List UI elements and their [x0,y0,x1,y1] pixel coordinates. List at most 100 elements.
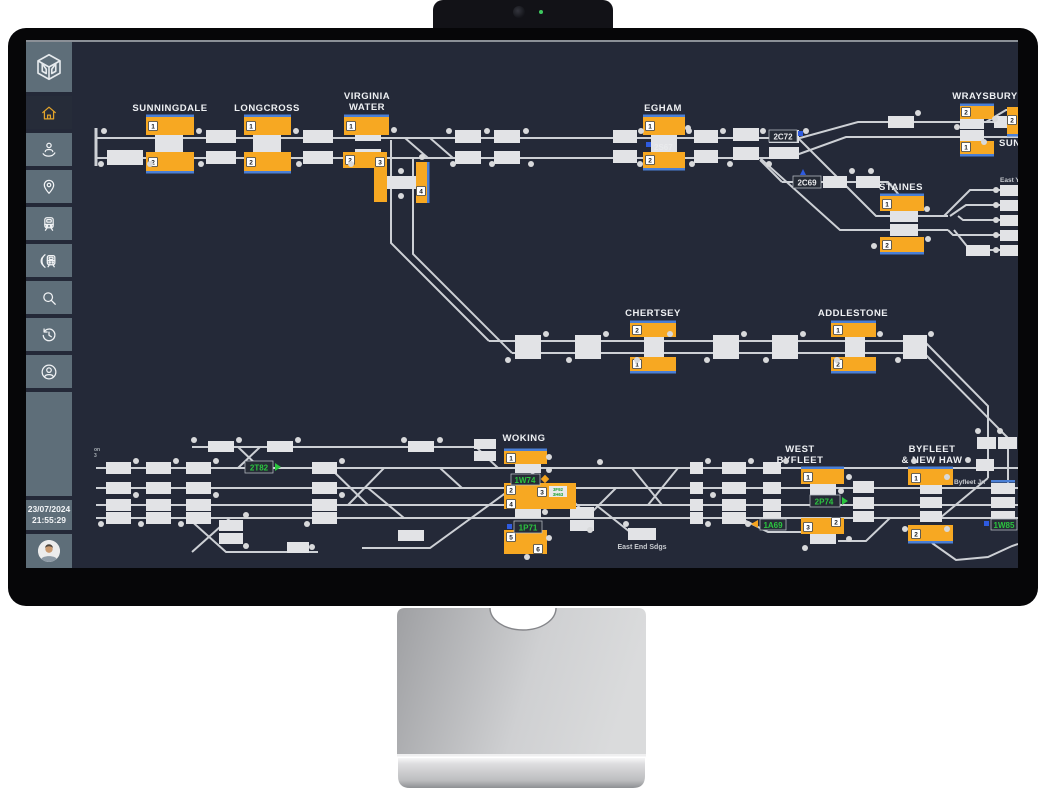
track-block [960,118,984,129]
label-east-yd: East Yd [1000,177,1018,184]
signal-dot [603,331,609,337]
sidebar-item-journey-person[interactable] [26,133,72,166]
signal-dot [243,512,249,518]
camera-led-icon [539,10,543,14]
label-byfleet-jn: Byfleet Jn [954,479,985,486]
sidebar-item-account[interactable] [26,355,72,388]
camera-lens-icon [513,6,525,18]
signal-dot [546,454,552,460]
sidebar-item-location-pin[interactable] [26,170,72,203]
train-marker [540,474,550,484]
signal-dot [741,331,747,337]
track-block [208,441,234,452]
signal-dot [401,437,407,443]
train-headcode: 1W74 [515,476,536,485]
sidebar-item-search[interactable] [26,281,72,314]
avatar[interactable] [38,540,60,562]
platform-badge-number: 2 [151,160,155,167]
platform-edge [643,114,685,117]
platform-edge [504,448,547,451]
station-label: EGHAM [644,103,682,114]
track-block [106,499,131,511]
platform-badge-number: 3 [540,490,544,497]
train-2C72[interactable]: 2C72 [768,129,803,143]
track-block [772,335,798,347]
train-1A69[interactable]: 1A69 [751,518,787,531]
signal-dot [489,161,495,167]
train-1W74[interactable]: 1W74 [510,473,550,486]
sidebar-datetime: 23/07/2024 21:55:29 [26,500,72,530]
sidebar-item-home[interactable] [26,96,72,129]
track-segment [931,542,1018,562]
track-block [856,176,880,188]
label-east-end-sdgs: East End Sdgs [617,544,666,551]
station-label: BYFLEET [777,455,824,466]
platform-badge-number: 2 [249,160,253,167]
train-2C69[interactable]: 2C69 [792,169,822,189]
train-1P71[interactable]: 1P71 [507,520,543,534]
train-2P74[interactable]: 2P74 [809,494,848,508]
track-block [722,499,746,511]
track-segment [404,137,429,159]
signal-dot [705,458,711,464]
track-block [515,463,541,473]
train-marker [507,524,512,529]
station-label: BYFLEET [909,444,956,455]
signal-dot [236,437,242,443]
signal-dot [101,128,107,134]
track-block [920,511,942,522]
track-block [991,511,1015,522]
platform-badge-number: 1 [151,124,155,131]
signal-dot [391,127,397,133]
train-label-box [792,175,822,189]
platform-badge-number: 1 [806,475,810,482]
platform [146,117,194,135]
platform-edge [960,154,994,157]
platform-badge [246,121,256,131]
platform-badge [645,155,655,165]
station-label: VIRGINIA [344,91,390,102]
sidebar-item-train[interactable] [26,207,72,240]
signal-dot [760,128,766,134]
track-segment [412,158,513,354]
sidebar-item-station-train[interactable] [26,244,72,277]
platform-badge [911,529,921,539]
platform-badge-number: 2 [914,532,918,539]
train-marker [984,521,989,526]
track-block [287,542,309,553]
train-2T82[interactable]: 2T82 [244,460,281,474]
signal-dot [981,139,987,145]
track-segment [390,140,490,342]
signal-dot [634,357,640,363]
sidebar-date: 23/07/2024 [27,503,71,514]
signal-dot [546,467,552,473]
train-1W85[interactable]: 1W85 [984,518,1018,531]
sidebar-spacer [26,392,72,496]
track-block [186,482,211,494]
platform-edge [244,171,291,174]
platform-badge-number: 2 [836,362,840,369]
station-label: WRAYSBURY [952,91,1018,102]
signal-dot [98,161,104,167]
track-block [107,150,143,165]
track-segment [429,137,454,159]
track-block [106,462,131,474]
train-2S67[interactable]: 2S67 [646,142,673,152]
track-block [888,116,914,128]
monitor-camera-housing [433,0,613,30]
track-segment [362,467,541,549]
platform-badge-number: 2 [509,488,513,495]
track-block [613,150,637,163]
sidebar-item-history-clock[interactable] [26,318,72,351]
track-block [991,483,1015,494]
